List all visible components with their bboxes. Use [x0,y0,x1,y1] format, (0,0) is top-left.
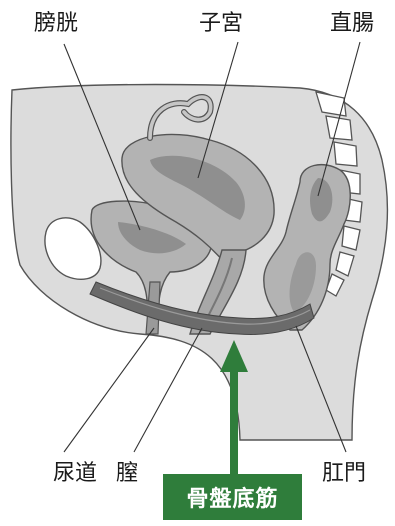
vagina-leader-line [134,328,202,452]
vagina-label: 膣 [116,463,138,485]
rectum-label: 直腸 [330,13,374,35]
anus-label: 肛門 [322,463,366,485]
bladder-label: 膀胱 [34,13,78,35]
urethra-label: 尿道 [53,463,97,485]
uterus-label: 子宮 [199,13,243,35]
urethra-leader-line [64,328,154,452]
pelvic-floor-label-box: 骨盤底筋 [163,474,302,520]
pelvic-floor-label: 骨盤底筋 [186,481,278,513]
